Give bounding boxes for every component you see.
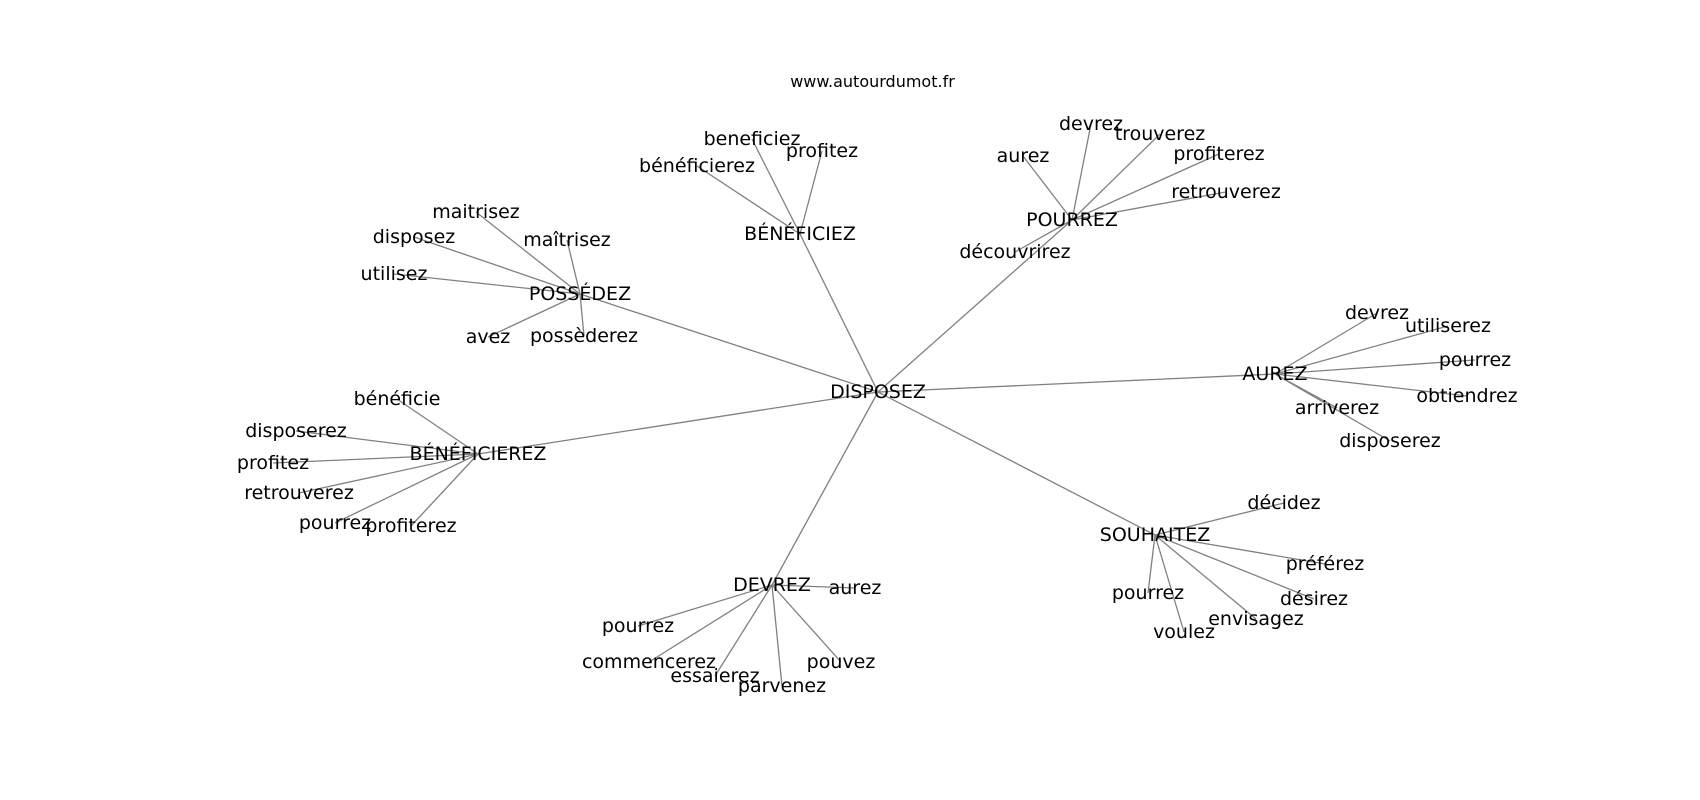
- edge-beneficierez-beneficie: [396, 398, 479, 455]
- leaf-word-utilisez: utilisez: [361, 263, 428, 285]
- edge-aurez-obtiendrez: [1274, 373, 1468, 397]
- edge-beneficierez-profitez: [272, 453, 479, 464]
- edge-beneficiez-profitez: [799, 150, 823, 235]
- leaf-word-profitez: profitez: [237, 452, 309, 474]
- edge-beneficierez-retrouverez: [298, 453, 479, 494]
- edge-possedez-avez: [487, 293, 581, 338]
- leaf-word-envisagez: envisagez: [1208, 608, 1304, 630]
- edge-pourrez-aurez: [1022, 155, 1073, 221]
- edge-aurez-pourrez: [1274, 359, 1476, 375]
- leaf-word-arriverez: arriverez: [1295, 397, 1379, 419]
- edge-souhaitez-pourrez: [1147, 534, 1156, 594]
- leaf-word-pourrez: pourrez: [602, 615, 674, 637]
- edge-beneficierez-profiterez: [410, 453, 479, 527]
- edge-beneficiez-beneficierez: [696, 165, 801, 235]
- edge-devrez-aurez: [771, 584, 856, 589]
- edge-aurez-utiliserez: [1274, 325, 1449, 375]
- leaf-word-parvenez: parvenez: [738, 675, 826, 697]
- edge-possedez-maitrisez: [566, 239, 581, 295]
- edge-devrez-commencerez: [648, 584, 773, 663]
- leaf-word-pourrez: pourrez: [299, 512, 371, 534]
- graph-labels: DISPOSEZ POSSÉDEZ maitrisez disposez maîtris…: [237, 113, 1518, 697]
- leaf-word-profiterez: profiterez: [1173, 143, 1264, 165]
- leaf-word-beneficierez: bénéficierez: [639, 155, 755, 177]
- graph-edges: [272, 123, 1476, 687]
- edge-pourrez-decouvrirez: [1014, 219, 1073, 253]
- edge-possedez-possederez: [579, 293, 585, 337]
- leaf-word-profitez: profitez: [786, 140, 858, 162]
- leaf-word-retrouverez: retrouverez: [244, 482, 354, 504]
- edge-root-devrez: [771, 391, 879, 586]
- hub-word-pourrez: POURREZ: [1026, 209, 1118, 231]
- edge-pourrez-devrez: [1071, 123, 1092, 221]
- edge-souhaitez-desirez: [1154, 534, 1315, 600]
- leaf-word-maitrisez: maîtrisez: [523, 229, 611, 251]
- leaf-word-retrouverez: retrouverez: [1171, 181, 1281, 203]
- site-url: www.autourdumot.fr: [790, 72, 955, 91]
- leaf-word-devrez: devrez: [1059, 113, 1123, 135]
- leaf-word-pourrez: pourrez: [1112, 582, 1184, 604]
- edge-souhaitez-decidez: [1154, 502, 1285, 536]
- leaf-word-aurez: aurez: [829, 577, 882, 599]
- leaf-word-beneficiez: beneficiez: [704, 128, 801, 150]
- leaf-word-beneficie: bénéficie: [354, 388, 441, 410]
- edge-devrez-parvenez: [771, 584, 783, 687]
- leaf-word-pouvez: pouvez: [807, 651, 876, 673]
- edge-souhaitez-envisagez: [1154, 534, 1257, 620]
- leaf-word-decouvrirez: découvrirez: [959, 241, 1070, 263]
- edge-root-souhaitez: [877, 391, 1156, 536]
- leaf-word-essaierez: essaierez: [670, 665, 759, 687]
- leaf-word-decidez: décidez: [1247, 492, 1320, 514]
- edge-root-possedez: [579, 293, 879, 393]
- edge-beneficierez-pourrez: [334, 453, 479, 524]
- edge-root-beneficiez: [799, 233, 879, 393]
- edge-possedez-disposez: [413, 236, 581, 295]
- edge-aurez-disposerez: [1274, 373, 1391, 442]
- root-word: DISPOSEZ: [830, 381, 926, 403]
- leaf-word-maitrisez: maitrisez: [432, 201, 520, 223]
- leaf-word-desirez: désirez: [1280, 588, 1348, 610]
- edge-souhaitez-preferez: [1154, 534, 1326, 565]
- edge-pourrez-trouverez: [1071, 133, 1161, 221]
- leaf-word-pourrez: pourrez: [1439, 349, 1511, 371]
- edge-devrez-pouvez: [771, 584, 842, 663]
- leaf-word-obtiendrez: obtiendrez: [1416, 385, 1517, 407]
- edge-beneficiez-beneficiez: [751, 138, 801, 235]
- edge-aurez-devrez: [1274, 312, 1378, 375]
- edge-root-aurez: [877, 373, 1276, 393]
- edge-devrez-essaierez: [714, 584, 773, 677]
- leaf-word-devrez: devrez: [1345, 302, 1409, 324]
- leaf-word-profiterez: profiterez: [365, 515, 456, 537]
- leaf-word-voulez: voulez: [1153, 621, 1215, 643]
- leaf-word-preferez: préférez: [1286, 553, 1365, 575]
- hub-word-beneficierez: BÉNÉFICIEREZ: [410, 442, 547, 465]
- leaf-word-disposez: disposez: [373, 226, 456, 248]
- leaf-word-commencerez: commencerez: [582, 651, 716, 673]
- hub-word-aurez: AUREZ: [1242, 363, 1307, 385]
- edge-possedez-maitrisez: [475, 211, 581, 295]
- leaf-word-utiliserez: utiliserez: [1405, 315, 1491, 337]
- hub-word-beneficiez: BÉNÉFICIEZ: [744, 222, 856, 245]
- edge-devrez-pourrez: [637, 584, 773, 627]
- edge-beneficierez-disposerez: [295, 430, 479, 455]
- edge-pourrez-profiterez: [1071, 153, 1220, 221]
- hub-word-devrez: DEVREZ: [733, 574, 811, 596]
- leaf-word-aurez: aurez: [997, 145, 1050, 167]
- edge-pourrez-retrouverez: [1071, 191, 1227, 221]
- edge-root-beneficierez: [477, 391, 879, 455]
- leaf-word-trouverez: trouverez: [1115, 123, 1206, 145]
- leaf-word-avez: avez: [466, 326, 511, 348]
- hub-word-possedez: POSSÉDEZ: [529, 282, 631, 305]
- edge-root-pourrez: [877, 219, 1073, 393]
- leaf-word-possederez: possèderez: [530, 325, 638, 347]
- hub-word-souhaitez: SOUHAITEZ: [1100, 524, 1210, 546]
- leaf-word-disposerez: disposerez: [1339, 430, 1441, 452]
- leaf-word-disposerez: disposerez: [245, 420, 347, 442]
- edge-souhaitez-voulez: [1154, 534, 1185, 633]
- edge-possedez-utilisez: [393, 273, 581, 295]
